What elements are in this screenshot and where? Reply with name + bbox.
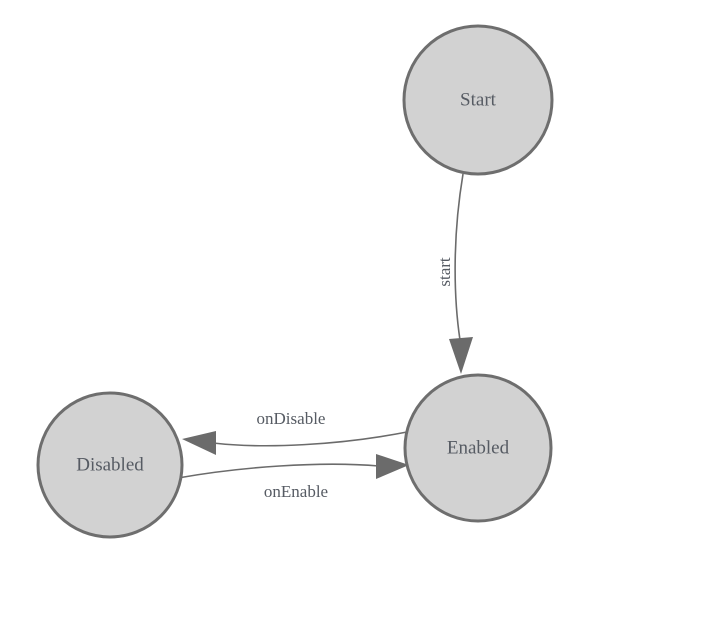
state-node-start-circle	[402, 24, 554, 176]
state-node-disabled-circle	[36, 391, 184, 539]
state-node-enabled-circle	[403, 373, 553, 523]
edge-start-to-enabled[interactable]: start	[435, 173, 473, 374]
edge-disabled-to-enabled-arrowhead	[376, 454, 409, 479]
edge-disabled-to-enabled-path	[177, 463, 380, 479]
state-node-start-label: Start	[460, 89, 497, 110]
edge-enabled-to-disabled[interactable]: onDisable	[182, 409, 408, 455]
edge-enabled-to-disabled-arrowhead	[182, 431, 216, 455]
state-node-disabled-label: Disabled	[76, 454, 144, 475]
edge-start-to-enabled-arrowhead	[449, 337, 473, 374]
state-node-enabled-label: Enabled	[447, 437, 510, 458]
edge-label-on-disable: onDisable	[257, 409, 326, 428]
edge-label-start: start	[435, 257, 454, 287]
state-node-disabled[interactable]: Disabled	[36, 391, 184, 539]
edge-enabled-to-disabled-path	[212, 431, 408, 447]
state-node-enabled[interactable]: Enabled	[403, 373, 553, 523]
edge-label-on-enable: onEnable	[264, 482, 328, 501]
edge-disabled-to-enabled[interactable]: onEnable	[177, 454, 409, 501]
state-node-start[interactable]: Start	[402, 24, 554, 176]
edge-start-to-enabled-path	[454, 173, 464, 341]
